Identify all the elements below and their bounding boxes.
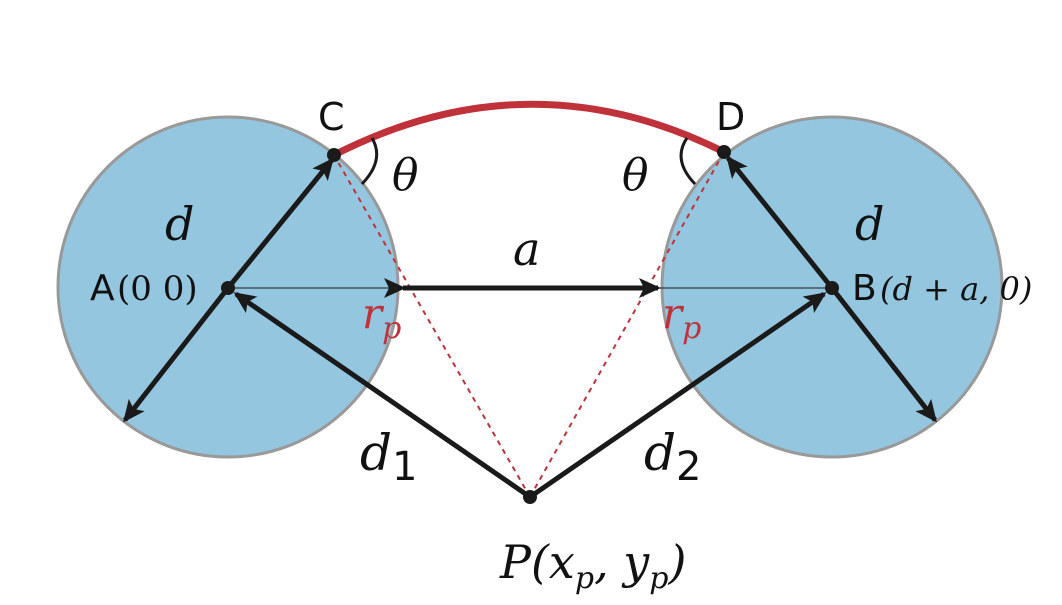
label-p-sub2: p: [649, 561, 668, 596]
label-theta-left: θ: [392, 150, 419, 201]
arc-cd: [330, 100, 728, 159]
label-d1-sub: 1: [392, 444, 417, 490]
label-rp-right: rp: [662, 289, 701, 346]
label-a-coords: (0 0): [117, 269, 198, 309]
point-p: [523, 490, 537, 504]
label-d2-sub: 2: [676, 444, 701, 490]
arrow-a-to-c: [226, 157, 334, 290]
label-d-right: d: [855, 197, 884, 251]
arrow-p-to-a: [233, 291, 532, 500]
label-d2: d2: [644, 424, 701, 490]
label-d1: d1: [360, 424, 417, 490]
arrow-b-to-d: [726, 155, 834, 290]
label-d-left: d: [165, 197, 194, 251]
arrow-a-radius: [123, 286, 230, 423]
arrow-b-radius: [830, 286, 937, 423]
point-d: [717, 145, 731, 159]
label-a-point: A: [90, 268, 115, 309]
label-rp-right-sub: p: [682, 311, 701, 346]
label-a: a: [513, 222, 540, 276]
label-d: D: [716, 95, 745, 139]
theta-arc-right: [679, 137, 697, 186]
arrow-p-to-b: [528, 291, 827, 500]
point-a: [221, 281, 235, 295]
point-b: [825, 281, 839, 295]
label-b-coords: (d + a, 0): [880, 270, 1032, 308]
label-p-sub1: p: [575, 561, 594, 596]
theta-arc-left: [360, 137, 379, 186]
point-c: [327, 148, 341, 162]
label-rp-left: rp: [362, 289, 401, 346]
label-c: C: [318, 95, 345, 139]
label-rp-left-sub: p: [382, 311, 401, 346]
label-theta-right: θ: [622, 150, 649, 201]
label-p: P(xp, yp): [499, 535, 686, 596]
label-b-point: B: [852, 268, 877, 309]
